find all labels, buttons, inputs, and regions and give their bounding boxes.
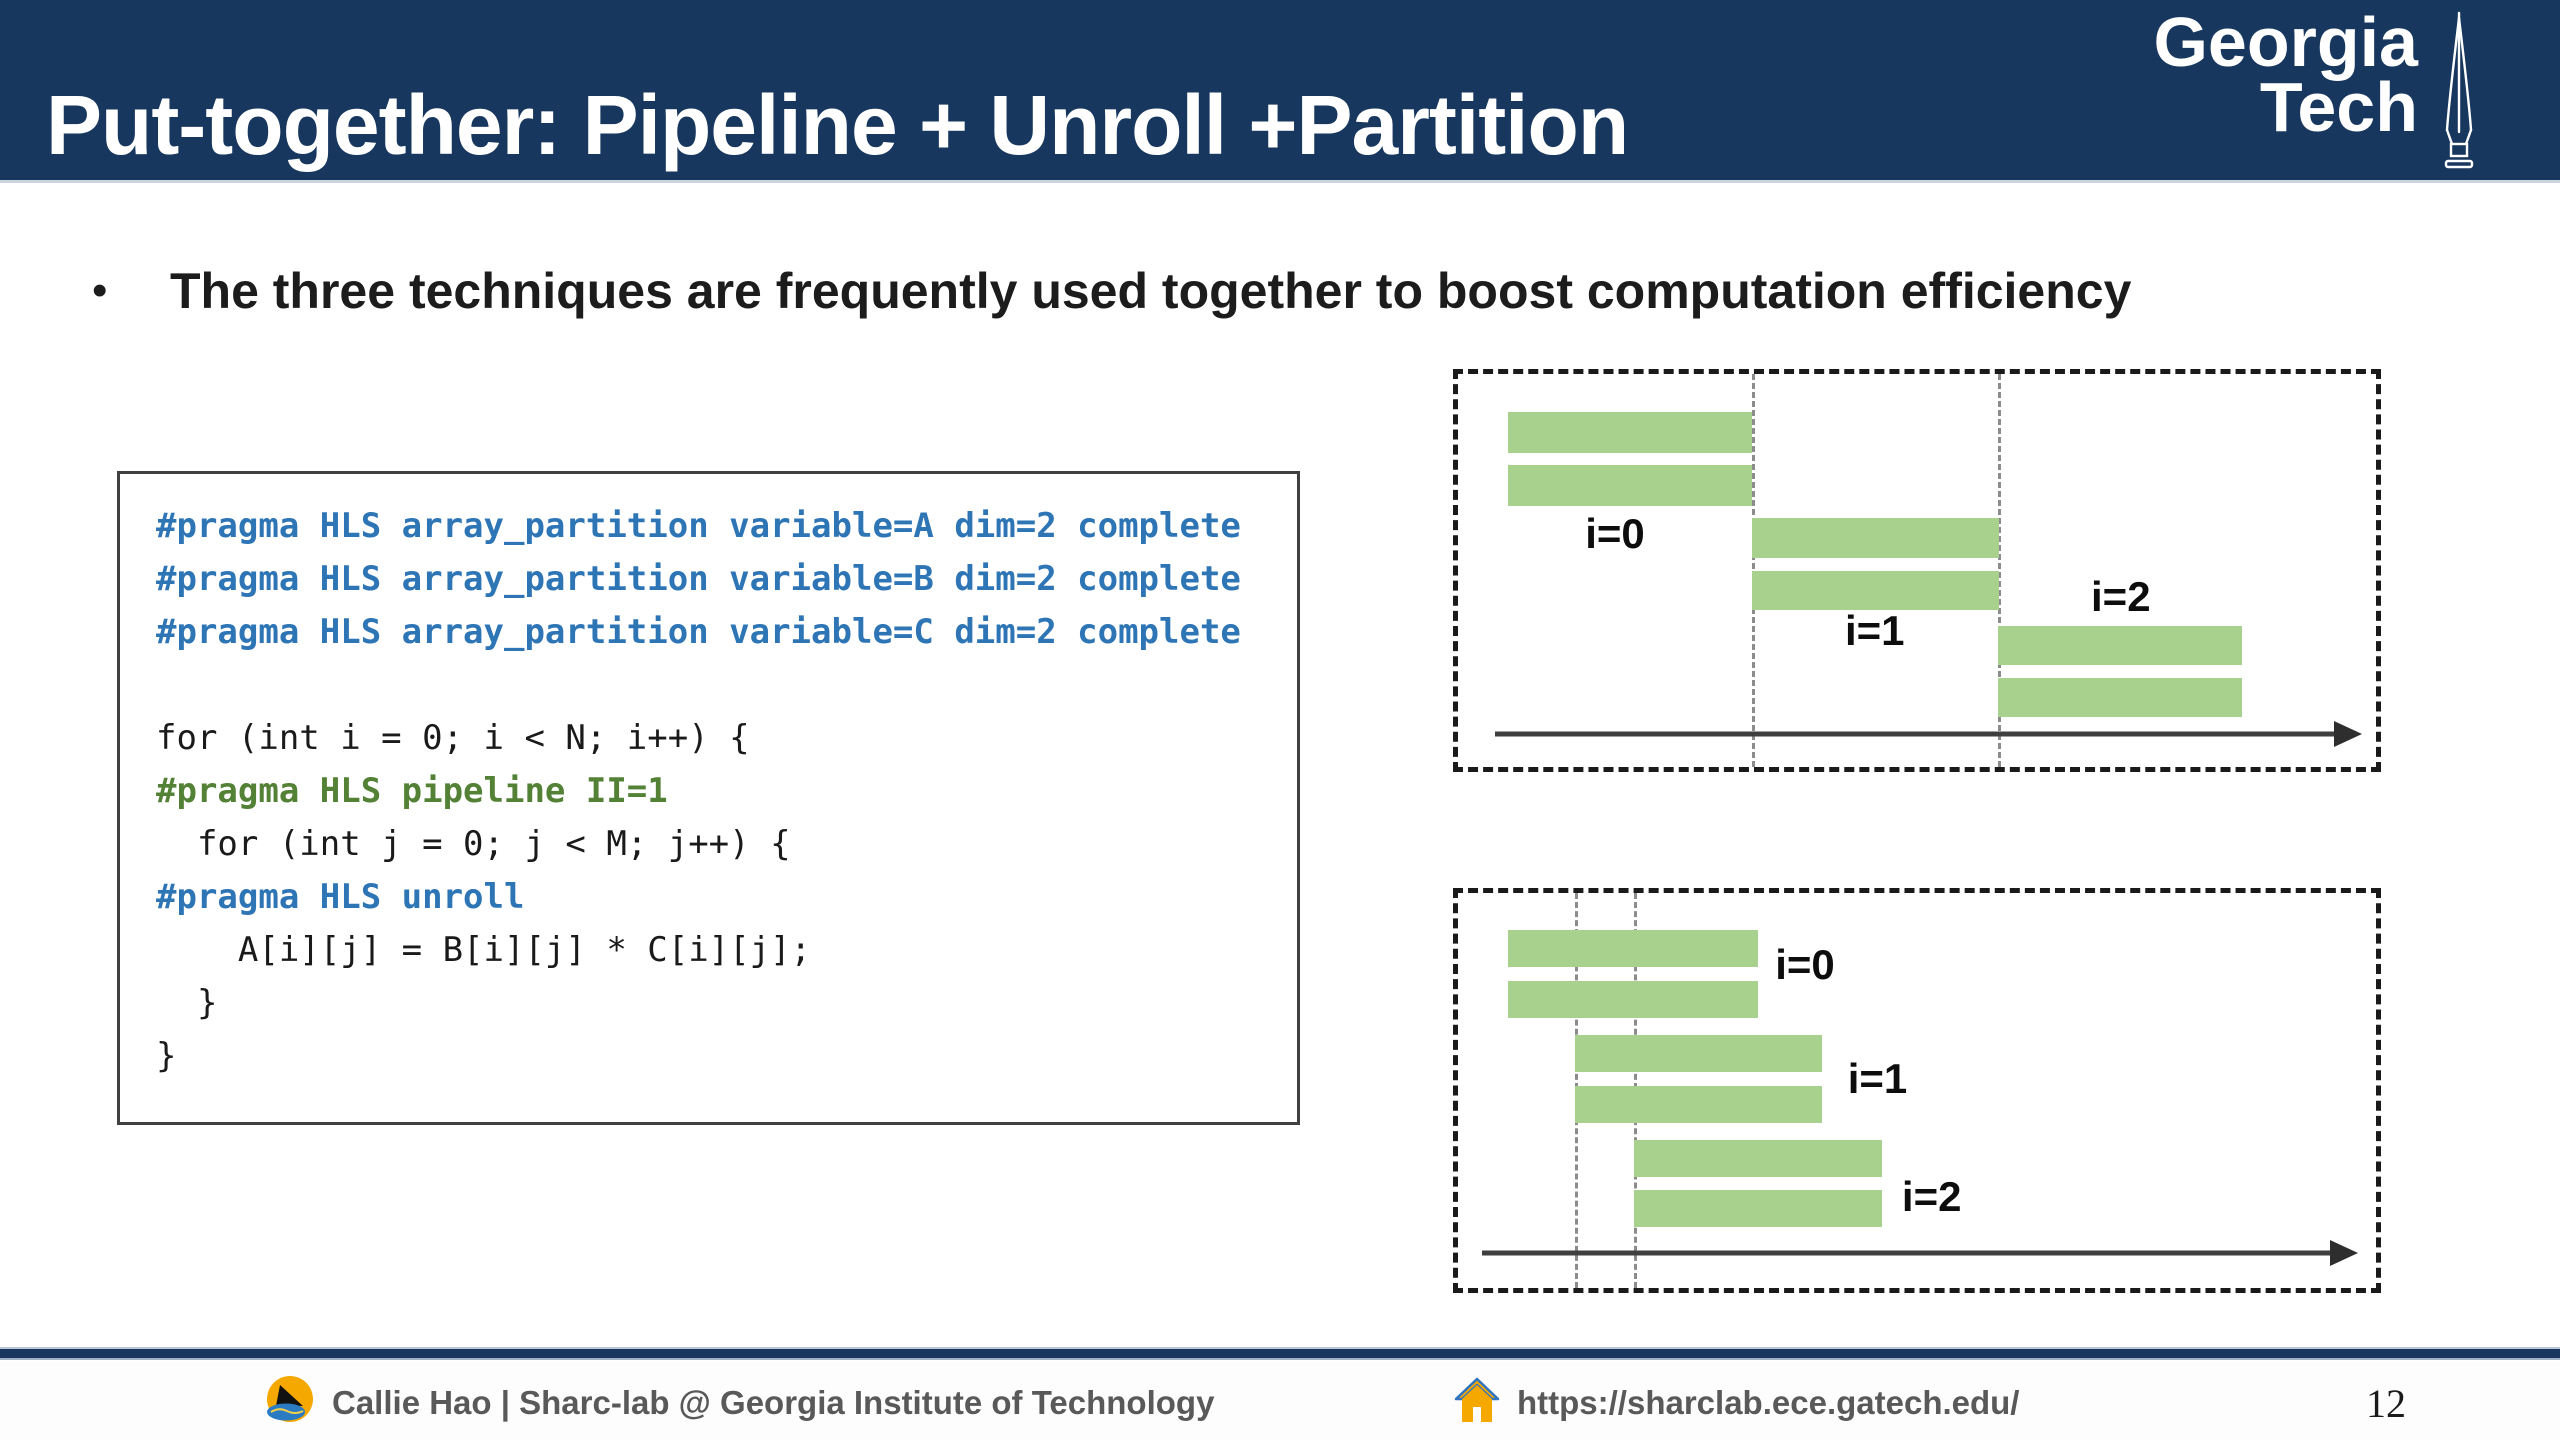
code-line: for (int i = 0; i < N; i++) { (156, 718, 750, 758)
schedule-bar (1508, 464, 1752, 506)
schedule-bar (1751, 570, 1999, 611)
logo-line-tech: Tech (2259, 68, 2418, 147)
footer: Callie Hao | Sharc-lab @ Georgia Institu… (0, 1362, 2560, 1440)
tech-tower-icon (2444, 11, 2474, 169)
stage-boundary-dashed-line (1751, 374, 1755, 767)
schedule-diagram-pipelined: i=0 i=1 i=2 (1453, 888, 2381, 1293)
code-line: #pragma HLS array_partition variable=B d… (156, 559, 1241, 599)
schedule-bar (1634, 1139, 1883, 1177)
footer-url: https://sharclab.ece.gatech.edu/ (1517, 1384, 2020, 1421)
iteration-label: i=2 (1901, 1173, 1962, 1221)
timeline-arrow (1481, 1250, 2336, 1256)
timeline-arrow (1494, 731, 2341, 737)
footer-divider (0, 1347, 2560, 1360)
bullet-marker: • (92, 266, 108, 315)
timeline-arrow-head (2334, 720, 2363, 747)
stage-boundary-dashed-line (1997, 374, 2001, 767)
schedule-bar (1997, 678, 2242, 718)
iteration-label: i=2 (2091, 573, 2151, 621)
code-block: #pragma HLS array_partition variable=A d… (117, 471, 1300, 1125)
code-line: A[i][j] = B[i][j] * C[i][j]; (156, 930, 812, 970)
iteration-label: i=1 (1844, 607, 1905, 655)
code-line: } (156, 983, 218, 1023)
schedule-bar (1997, 625, 2242, 665)
sharc-lab-logo-icon (267, 1376, 313, 1422)
bullet-text: The three techniques are frequently used… (170, 263, 2132, 319)
schedule-bar (1634, 1189, 1883, 1227)
iteration-label: i=0 (1585, 509, 1645, 557)
code-line (156, 659, 1281, 712)
schedule-bar (1751, 518, 1999, 558)
logo-line-georgia: Georgia (2153, 3, 2418, 81)
schedule-bar (1507, 980, 1759, 1018)
header: Put-together: Pipeline + Unroll +Partiti… (0, 0, 2560, 183)
schedule-bar (1574, 1086, 1822, 1124)
code-line: for (int j = 0; j < M; j++) { (156, 824, 791, 864)
code-line: #pragma HLS pipeline II=1 (156, 771, 668, 811)
georgia-tech-wordmark: Georgia Tech (2153, 3, 2418, 147)
bullet-item: • The three techniques are frequently us… (92, 258, 2492, 324)
home-icon (1454, 1377, 1500, 1422)
code-line: #pragma HLS array_partition variable=C d… (156, 612, 1241, 652)
iteration-label: i=0 (1775, 941, 1835, 989)
footer-author: Callie Hao | Sharc-lab @ Georgia Institu… (332, 1384, 1215, 1421)
schedule-diagram-sequential: i=0 i=1 i=2 (1453, 369, 2381, 772)
iteration-label: i=1 (1847, 1055, 1908, 1103)
schedule-bar (1574, 1035, 1822, 1073)
timeline-arrow-head (2329, 1239, 2358, 1266)
code-line: } (156, 1036, 177, 1076)
code-line: #pragma HLS unroll (156, 877, 525, 917)
georgia-tech-logo: Georgia Tech (2153, 3, 2482, 172)
code-line: #pragma HLS array_partition variable=A d… (156, 506, 1241, 546)
page-title: Put-together: Pipeline + Unroll +Partiti… (46, 77, 1629, 172)
schedule-bar (1508, 412, 1752, 453)
schedule-bar (1507, 930, 1759, 968)
page-number: 12 (2366, 1381, 2406, 1426)
